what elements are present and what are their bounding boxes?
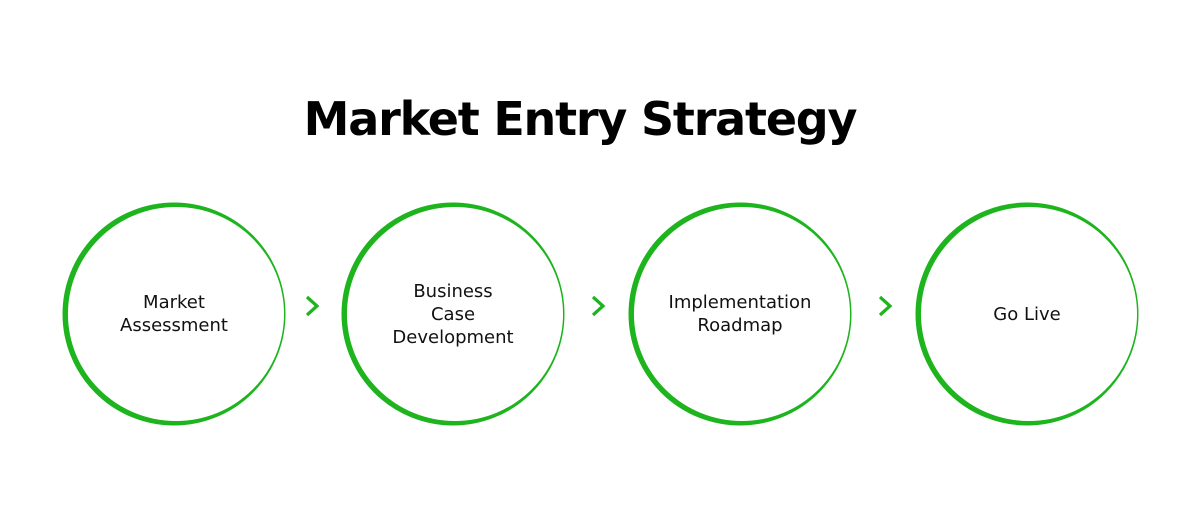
diagram-title: Market Entry Strategy: [303, 92, 858, 146]
step-label: Market Assessment: [120, 292, 228, 336]
step-ring: [915, 202, 1139, 426]
step-implementation-roadmap: Implementation Roadmap: [626, 200, 854, 428]
step-label: Implementation Roadmap: [668, 292, 812, 336]
step-ring: [341, 202, 565, 426]
chevron-right-icon: [877, 294, 893, 318]
step-label: Go Live: [993, 303, 1061, 325]
step-business-case-development: Business Case Development: [339, 200, 567, 428]
step-label: Business Case Development: [392, 280, 514, 348]
step-go-live: Go Live: [913, 200, 1141, 428]
step-market-assessment: Market Assessment: [60, 200, 288, 428]
step-ring: [628, 202, 852, 426]
step-ring: [62, 202, 286, 426]
chevron-right-icon: [304, 294, 320, 318]
chevron-right-icon: [590, 294, 606, 318]
